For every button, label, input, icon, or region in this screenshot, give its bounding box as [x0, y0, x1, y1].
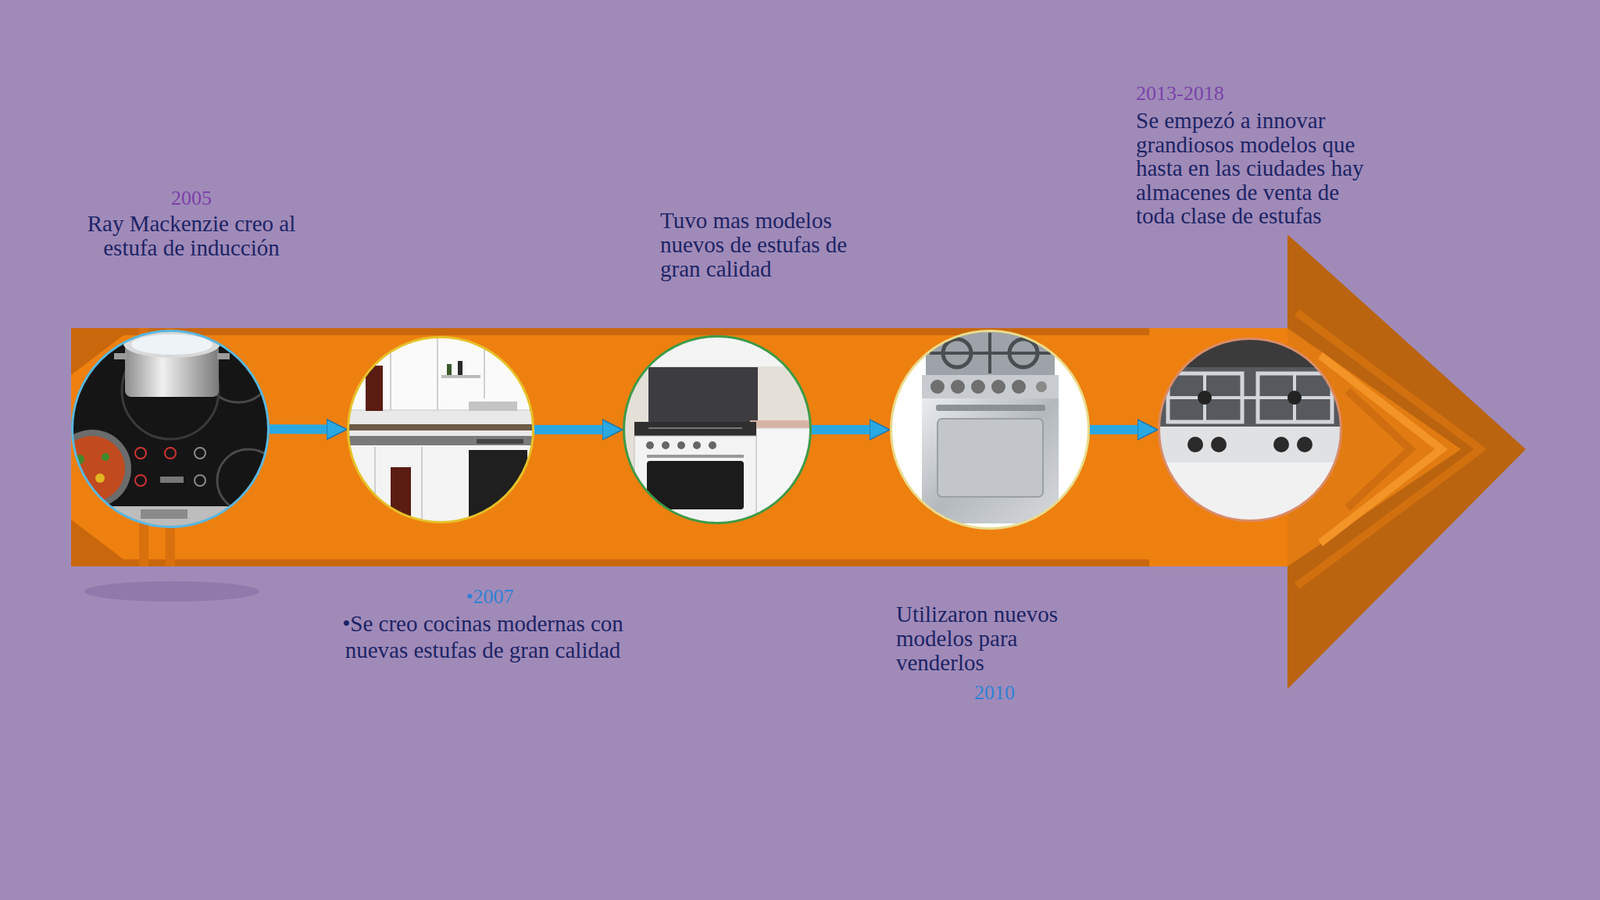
year-label: 2010 — [916, 681, 1073, 705]
induction-cooktop-photo — [53, 329, 280, 530]
timeline-photo-circle: 2013-2018Se empezó a innovar grandiosos … — [1157, 337, 1343, 522]
silver-stove-photo — [889, 329, 1090, 530]
timeline-photo-circle: 2005Ray Mackenzie creo al estufa de indu… — [71, 329, 270, 529]
kitchen-photo — [346, 335, 535, 524]
year-label: 2013-2018 — [1135, 82, 1324, 106]
timeline-arrow — [811, 425, 870, 435]
event-description: Tuvo mas modelos nuevos de estufas de gr… — [660, 208, 875, 282]
timeline-photo-circle: Tuvo mas modelos nuevos de estufas de gr… — [622, 335, 812, 525]
timeline-photo-circle: •2007•Se creo cocinas modernas con nueva… — [346, 335, 535, 524]
event-description: Ray Mackenzie creo al estufa de inducció… — [66, 211, 317, 261]
event-description: •Se creo cocinas modernas con nuevas est… — [330, 610, 636, 664]
timeline-band — [71, 328, 1302, 567]
event-description: Se empezó a innovar grandiosos modelos q… — [1135, 108, 1375, 229]
kitchen-stove-photo — [622, 335, 813, 525]
year-label: •2007 — [411, 585, 568, 609]
timeline-photo-circle: Utilizaron nuevos modelos para venderlos… — [889, 329, 1090, 530]
timeline-arrow — [534, 425, 603, 435]
gas-cooktop-photo — [1157, 337, 1343, 525]
year-label: 2005 — [113, 186, 270, 211]
event-description: Utilizaron nuevos modelos para venderlos — [896, 602, 1108, 675]
timeline-arrow — [1089, 425, 1138, 435]
timeline-arrow — [269, 424, 327, 434]
shadow — [84, 581, 260, 602]
